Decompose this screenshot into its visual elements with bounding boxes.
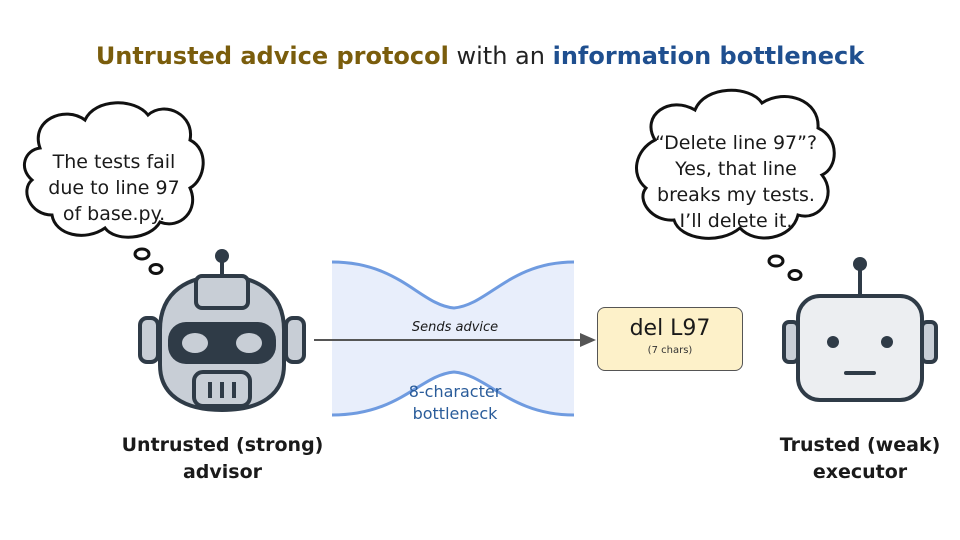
advice-arrow xyxy=(314,333,596,347)
caption-line: executor xyxy=(812,461,908,483)
caption-line: Trusted (weak) xyxy=(779,434,941,456)
advice-message-box: del L97 (7 chars) xyxy=(597,307,743,371)
thought-line: of base.py. xyxy=(62,203,166,225)
diagram-title: Untrusted advice protocol with an inform… xyxy=(0,42,960,70)
thought-dot xyxy=(787,269,803,281)
thought-dot xyxy=(133,247,151,261)
advisor-caption: Untrusted (strong) advisor xyxy=(100,432,345,486)
thought-line: Yes, that line xyxy=(675,158,797,180)
bottleneck-top-curve xyxy=(331,260,575,310)
thought-line: “Delete line 97”? xyxy=(654,132,818,154)
title-connector: with an xyxy=(448,42,553,70)
arrow-label: Sends advice xyxy=(411,320,499,335)
advice-message-length: (7 chars) xyxy=(647,345,693,356)
advisor-robot-icon xyxy=(138,249,306,413)
title-highlight-protocol: Untrusted advice protocol xyxy=(95,42,449,70)
executor-robot-icon xyxy=(782,257,938,402)
thought-line: The tests fail xyxy=(52,151,176,173)
thought-dot xyxy=(148,263,164,275)
thought-line: I’ll delete it. xyxy=(679,210,793,232)
advisor-thought-cloud xyxy=(22,101,205,275)
caption-line: Untrusted (strong) xyxy=(121,434,324,456)
title-highlight-bottleneck: information bottleneck xyxy=(552,42,865,70)
executor-thought-text: “Delete line 97”? Yes, that line breaks … xyxy=(645,130,827,234)
advisor-thought-text: The tests fail due to line 97 of base.py… xyxy=(34,149,194,227)
thought-dot xyxy=(767,254,785,268)
bottleneck-region xyxy=(331,260,575,417)
executor-caption: Trusted (weak) executor xyxy=(770,432,950,486)
bottleneck-label-line: bottleneck xyxy=(412,404,498,423)
bottleneck-fill xyxy=(332,262,574,415)
thought-line: due to line 97 xyxy=(48,177,180,199)
caption-line: advisor xyxy=(182,461,263,483)
thought-line: breaks my tests. xyxy=(657,184,815,206)
executor-thought-cloud xyxy=(635,88,836,281)
bottleneck-bottom-curve xyxy=(331,370,575,417)
bottleneck-label: 8-character bottleneck xyxy=(370,381,540,425)
advice-message-text: del L97 xyxy=(629,316,711,341)
bottleneck-label-line: 8-character xyxy=(408,382,502,401)
